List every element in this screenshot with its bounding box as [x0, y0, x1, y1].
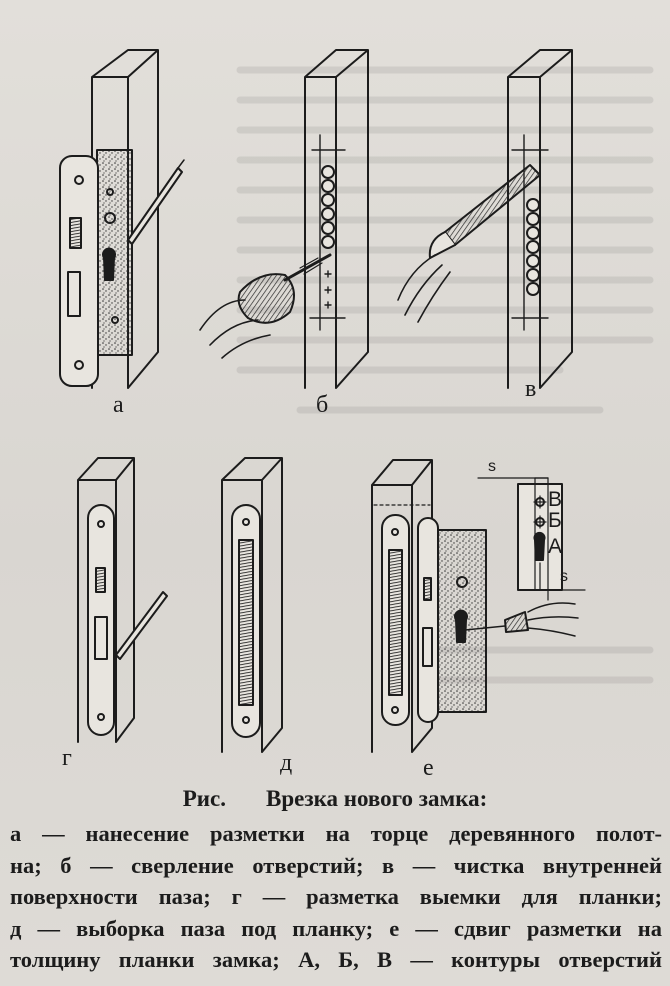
label-v: в: [525, 376, 537, 402]
panel-v-cleaning: [397, 49, 573, 389]
dimension-s-top: s: [488, 458, 496, 475]
caption-line: а — нанесение разметки на торце деревянн…: [10, 821, 662, 846]
caption-line: на; б — сверление отверстий; в — чистка …: [10, 852, 662, 878]
caption-title-text: Врезка нового замка:: [265, 786, 488, 811]
label-g: г: [62, 745, 72, 771]
caption-prefix: Рис.: [182, 786, 226, 811]
label-d: д: [280, 750, 293, 776]
figure-caption-title: Рис. Врезка нового замка:: [0, 786, 670, 812]
panel-e-offset-marking: [371, 459, 586, 753]
panel-g-plate-marking: [77, 457, 168, 743]
panel-b-drilling: [199, 49, 369, 389]
label-b: б: [316, 392, 329, 418]
caption-line: толщину планки замка; А, Б, В — контуры …: [10, 947, 662, 972]
dimension-s-bottom: s: [560, 568, 568, 585]
panel-d-slot-cutting: [221, 457, 283, 753]
hole-label-b: Б: [548, 509, 562, 532]
label-a: а: [113, 392, 124, 418]
hole-label-v: В: [548, 488, 563, 511]
figure-caption-body: а — нанесение разметки на торце деревянн…: [10, 818, 662, 976]
lock-installation-figure: [59, 49, 586, 753]
hole-label-a: А: [548, 535, 563, 558]
caption-line: поверхности паза; г — разметка выемки дл…: [10, 884, 662, 909]
panel-a-marking: [59, 49, 185, 389]
caption-line: д — выборка паза под планку; е — сдвиг р…: [10, 915, 662, 941]
label-e: е: [423, 755, 434, 781]
